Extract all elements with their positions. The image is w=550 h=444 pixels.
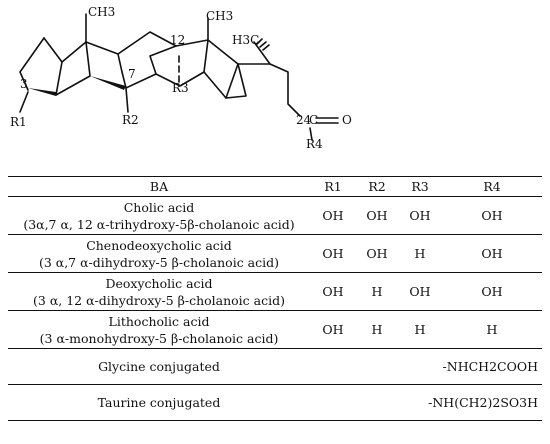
conjugate-name: Taurine conjugated — [97, 395, 221, 410]
label-carbon: C — [309, 113, 318, 127]
r1-value: OH — [322, 284, 344, 299]
table-row: Glycine conjugated -NHCH2COOH — [8, 349, 542, 385]
table-header-row: BA R1 R2 R3 R4 — [8, 176, 542, 197]
ba-systematic-name: (3α,7 α, 12 α-trihydroxy-5β-cholanoic ac… — [23, 216, 295, 232]
ring-a — [19, 37, 91, 96]
r2-value: OH — [366, 208, 388, 223]
label-pos-7: 7 — [128, 67, 136, 81]
r3-value: H — [414, 322, 426, 337]
r1-value: OH — [322, 322, 344, 337]
label-r3: R3 — [172, 81, 189, 95]
ba-name-cell: Deoxycholic acid (3 α, 12 α-dihydroxy-5 … — [8, 273, 310, 311]
bile-acid-structure-diagram: CH3 CH3 H3C 3 7 12 24 R1 R2 R3 R4 C O — [10, 5, 352, 151]
ba-common-name: Cholic acid — [123, 199, 195, 215]
ba-common-name: Lithocholic acid — [108, 313, 210, 329]
r4-value: H — [486, 322, 498, 337]
r3-value: H — [414, 246, 426, 261]
ba-name-cell: Lithocholic acid (3 α-monohydroxy-5 β-ch… — [8, 311, 310, 349]
conjugate-r4-value: -NHCH2COOH — [442, 359, 538, 374]
r4-value: OH — [481, 284, 503, 299]
conjugate-name: Glycine conjugated — [98, 359, 220, 374]
ba-systematic-name: (3 α-monohydroxy-5 β-cholanoic acid) — [39, 330, 279, 346]
label-ch3-c10: CH3 — [88, 5, 115, 19]
r3-value: OH — [409, 284, 431, 299]
header-r3: R3 — [411, 179, 429, 194]
label-pos-12: 12 — [170, 33, 185, 47]
r3-value: OH — [409, 208, 431, 223]
label-oxygen: O — [342, 113, 352, 127]
label-pos-3: 3 — [20, 77, 28, 91]
r2-value: H — [371, 322, 383, 337]
label-r4: R4 — [306, 137, 323, 151]
ring-d — [203, 39, 271, 99]
label-r1: R1 — [10, 115, 27, 129]
ba-systematic-name: (3 α,7 α-dihydroxy-5 β-cholanoic acid) — [38, 254, 280, 270]
table-row: Deoxycholic acid (3 α, 12 α-dihydroxy-5 … — [8, 273, 542, 311]
table-row: Cholic acid (3α,7 α, 12 α-trihydroxy-5β-… — [8, 197, 542, 235]
r1-value: OH — [322, 208, 344, 223]
r4-value: OH — [481, 246, 503, 261]
r1-value: OH — [322, 246, 344, 261]
ba-common-name: Chenodeoxycholic acid — [86, 237, 232, 253]
label-r2: R2 — [122, 113, 139, 127]
r1-bond — [19, 91, 29, 113]
table-row: Lithocholic acid (3 α-monohydroxy-5 β-ch… — [8, 311, 542, 349]
header-r2: R2 — [368, 179, 386, 194]
ring-c — [117, 31, 209, 87]
header-r4: R4 — [483, 179, 501, 194]
r2-value: H — [371, 284, 383, 299]
label-ch3-c13: CH3 — [206, 9, 233, 23]
ba-name-cell: Chenodeoxycholic acid (3 α,7 α-dihydroxy… — [8, 235, 310, 273]
ba-common-name: Deoxycholic acid — [105, 275, 213, 291]
r2-value: OH — [366, 246, 388, 261]
side-chain — [253, 38, 339, 141]
label-h3c: H3C — [232, 33, 259, 47]
ba-systematic-name: (3 α, 12 α-dihydroxy-5 β-cholanoic acid) — [33, 292, 285, 308]
conjugate-r4-value: -NH(CH2)2SO3H — [428, 395, 538, 410]
table-row: Chenodeoxycholic acid (3 α,7 α-dihydroxy… — [8, 235, 542, 273]
header-ba: BA — [149, 179, 169, 194]
ba-name-cell: Cholic acid (3α,7 α, 12 α-trihydroxy-5β-… — [8, 197, 310, 235]
r4-value: OH — [481, 208, 503, 223]
label-pos-24: 24 — [296, 113, 312, 127]
header-r1: R1 — [324, 179, 342, 194]
bile-acid-table: BA R1 R2 R3 R4 Cholic acid (3α,7 α, 12 α… — [8, 176, 542, 421]
table-row: Taurine conjugated -NH(CH2)2SO3H — [8, 385, 542, 421]
